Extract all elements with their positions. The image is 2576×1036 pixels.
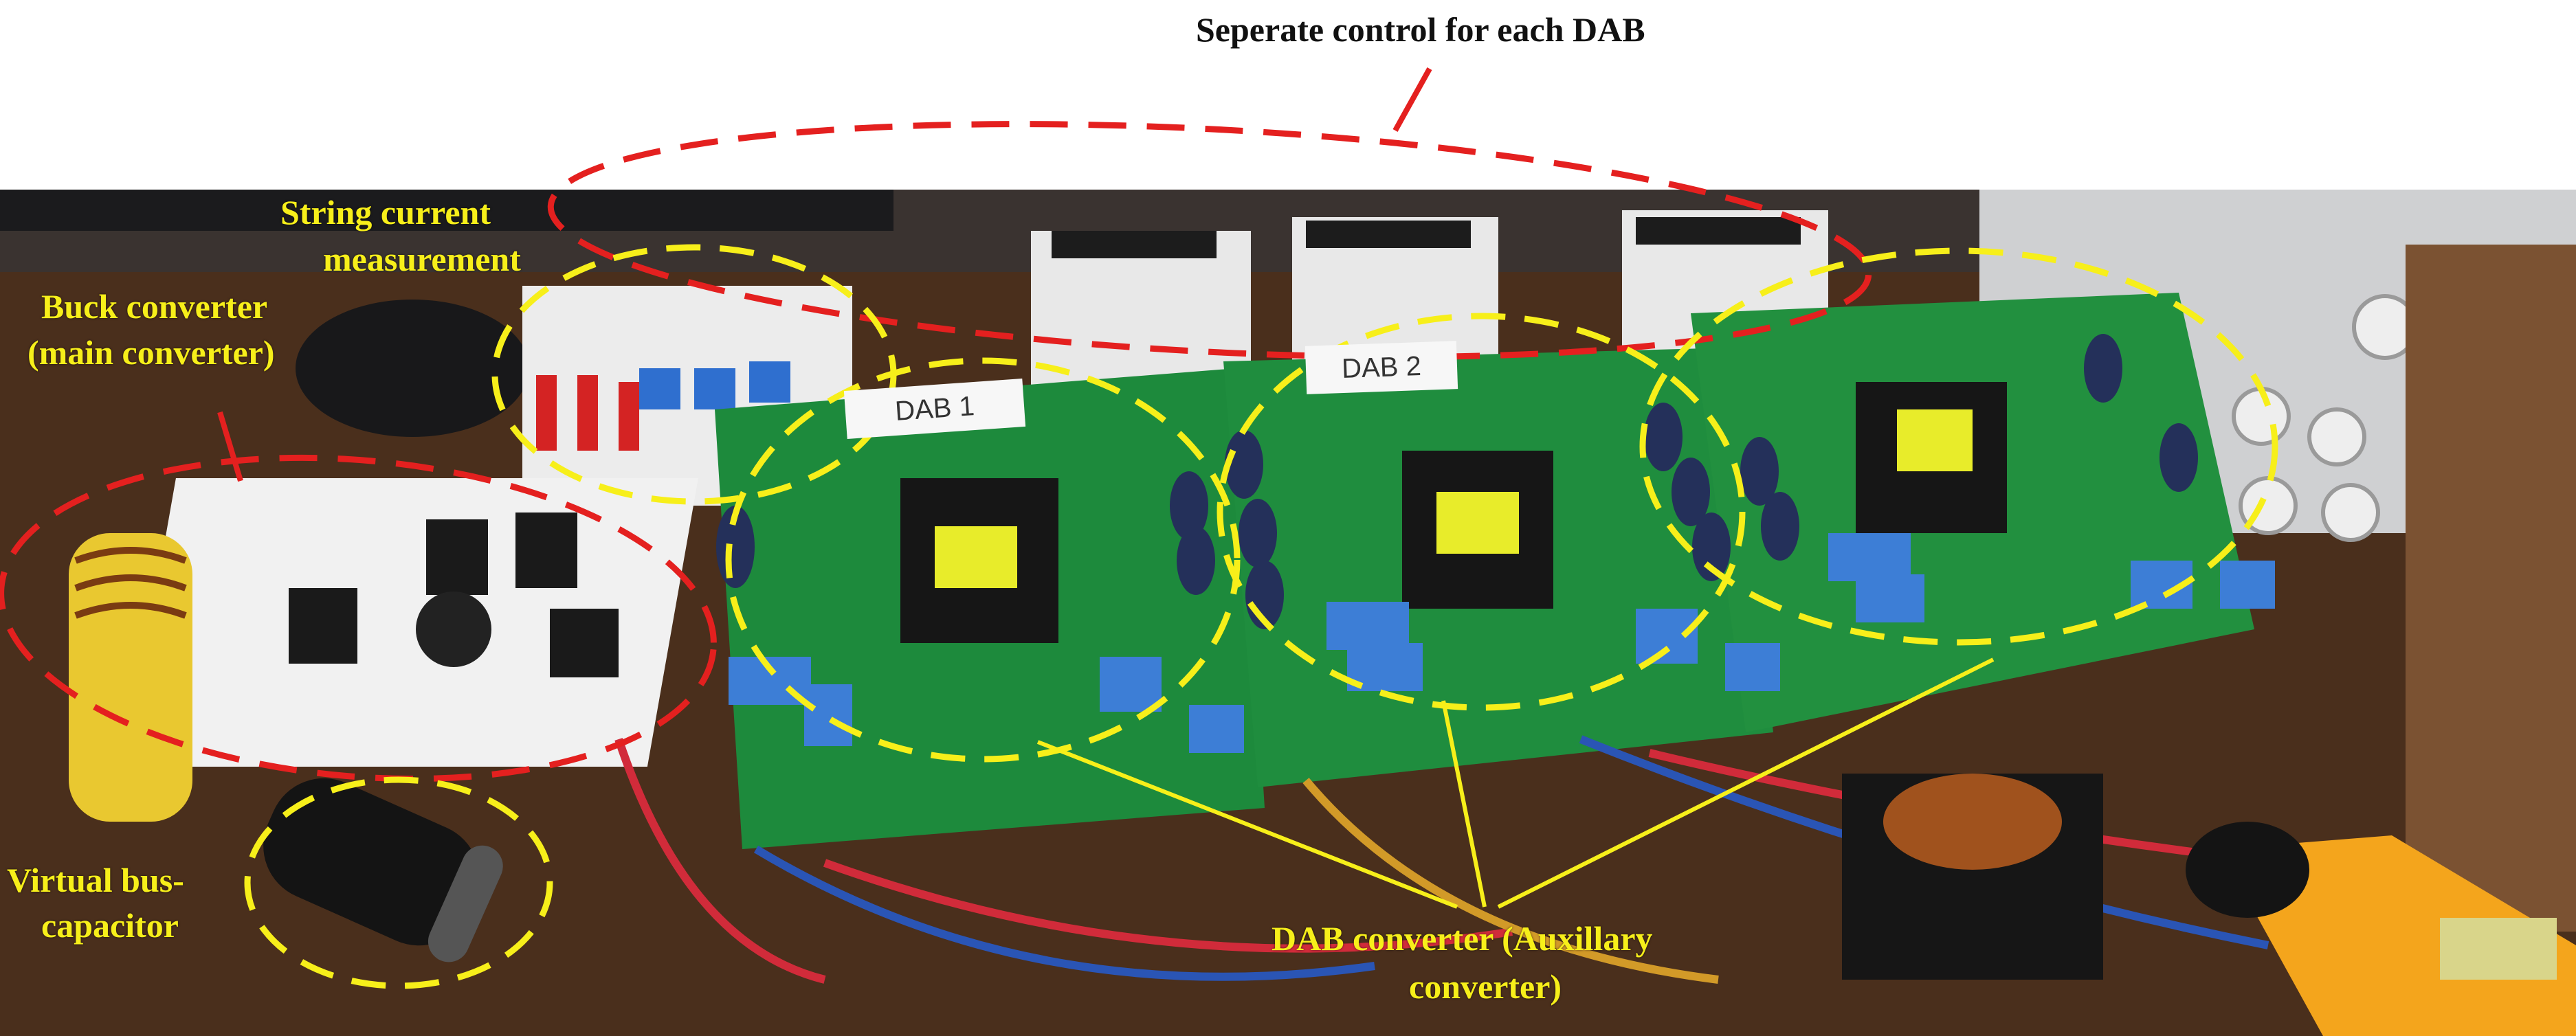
label-dab-2: converter) [1409, 967, 1562, 1006]
label-separate-control: Seperate control for each DAB [1196, 10, 1645, 49]
dab3-ellipse [1639, 247, 2278, 646]
control-boards-ellipse [547, 121, 1872, 360]
buck-converter-ellipse [0, 454, 717, 782]
label-string-current-1: String current [280, 193, 491, 232]
dab-label-pointers [1036, 657, 1995, 909]
film-capacitors [729, 533, 2275, 753]
label-buck-2: (main converter) [27, 333, 275, 372]
dab1-ellipse [725, 357, 1241, 763]
label-dab-1: DAB converter (Auxillary [1272, 919, 1653, 958]
bus-capacitor-ellipse [244, 776, 553, 989]
label-virtual-bus-2: capacitor [41, 906, 179, 945]
bus-capacitor [263, 778, 503, 962]
buck-label-pointer [217, 411, 243, 482]
transformers [900, 382, 2007, 643]
label-string-current-2: measurement [323, 240, 521, 278]
top-label-pointer [1392, 67, 1432, 132]
wooden-post [2406, 245, 2576, 932]
label-virtual-bus-1: Virtual bus- [7, 861, 184, 899]
dab2-ellipse [1217, 313, 1746, 711]
label-buck-1: Buck converter [41, 287, 268, 326]
keyboard [0, 190, 893, 231]
dab2-board-sticker: DAB 2 [1304, 341, 1458, 394]
multimeter [2220, 835, 2576, 1036]
computer-mouse [296, 300, 529, 437]
